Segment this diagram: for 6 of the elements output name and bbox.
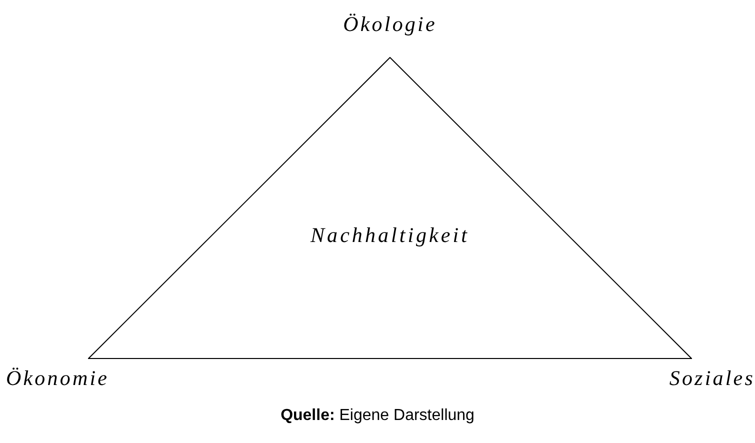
corner-label: Ökologie: [343, 12, 437, 36]
corner-label: Soziales: [669, 366, 755, 390]
corner-label: Ökonomie: [6, 366, 110, 390]
triangle-shape: [88, 57, 692, 359]
caption: Quelle: Eigene Darstellung: [280, 408, 474, 424]
center-label: Nachhaltigkeit: [310, 225, 470, 246]
